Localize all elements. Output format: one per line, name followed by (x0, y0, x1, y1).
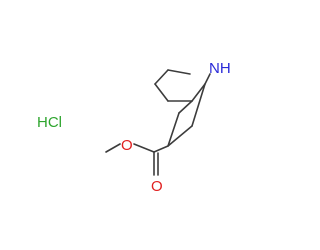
bond (191, 83, 206, 102)
bond (105, 143, 121, 153)
bond (167, 112, 180, 147)
hcl-salt-label: HCl (37, 114, 62, 131)
bond (178, 100, 193, 114)
bond (167, 69, 191, 75)
bond (133, 143, 155, 153)
bond (154, 83, 169, 102)
carbonyl-oxygen-label: O (151, 178, 163, 195)
ester-bonds (105, 143, 169, 176)
bicyclic-ring-bonds (154, 69, 211, 147)
amine-nh-label: NH (209, 60, 231, 77)
bond (204, 73, 211, 85)
bond (167, 125, 193, 147)
bond (154, 69, 169, 85)
bond (191, 83, 206, 127)
molecule-structure-diagram: NH O O HCl (37, 60, 231, 195)
bond (153, 145, 169, 153)
ester-ether-oxygen-label: O (121, 137, 133, 154)
